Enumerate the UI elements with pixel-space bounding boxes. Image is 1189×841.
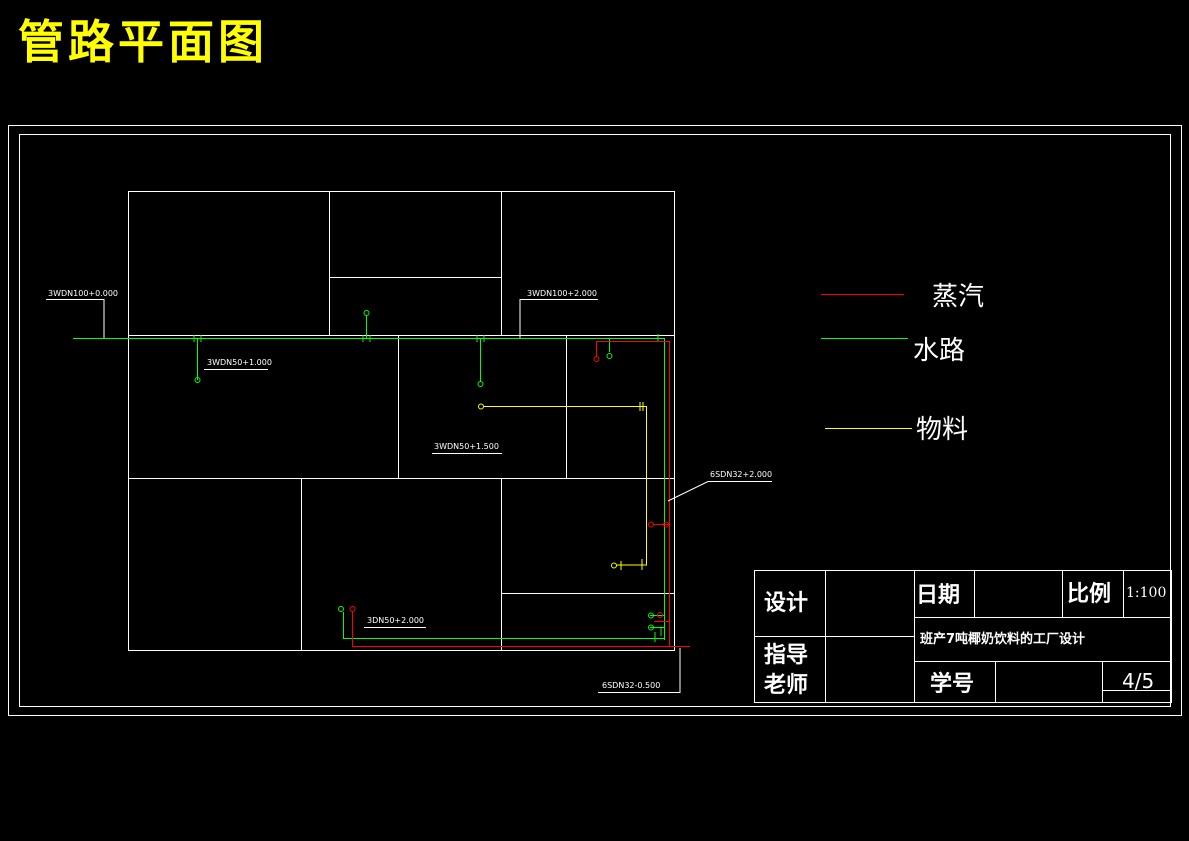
- material-pipe: [484, 406, 647, 566]
- student-id-label: 学号: [930, 671, 974, 697]
- scale-value: 1:100: [1126, 585, 1166, 601]
- valve-symbol: [338, 606, 344, 612]
- leader-water-main-left: [46, 299, 105, 338]
- date-label: 日期: [916, 583, 960, 608]
- steam-pipes: [349, 341, 690, 647]
- outer-frame: [8, 125, 1182, 716]
- valve-symbol: [606, 353, 613, 359]
- material-pipes: [478, 402, 647, 570]
- valve-symbol: [478, 403, 484, 410]
- advisor-label-line1: 指导: [764, 643, 808, 668]
- legend-water-label: 水路: [913, 336, 965, 366]
- sheet-number: 4/5: [1122, 669, 1154, 693]
- leader-water-main-right: [519, 299, 598, 338]
- label-water-main-right: 3WDN100+2.000: [527, 289, 597, 298]
- valve-symbol: [611, 562, 617, 569]
- title-block: 设计 指导 老师 日期 比例 班产7吨椰奶饮料的工厂设计 学号 1:100 4/…: [754, 570, 1172, 703]
- page-title: 管路平面图: [18, 15, 268, 69]
- valve-symbol: [477, 381, 484, 387]
- valve-symbol: [363, 310, 370, 316]
- label-water-branch-2: 3WDN50+1.500: [434, 442, 499, 451]
- label-water-branch-1: 3WDN50+1.000: [207, 358, 272, 367]
- water-pipes: [73, 310, 665, 642]
- scale-label: 比例: [1067, 582, 1111, 607]
- valve-symbol: [663, 521, 669, 528]
- label-water-main-left: 3WDN100+0.000: [48, 289, 118, 298]
- legend: 蒸汽 水路 物料: [821, 282, 984, 445]
- valve-symbol: [648, 612, 654, 619]
- inner-frame: [19, 134, 1171, 707]
- valve-symbol: [194, 377, 201, 383]
- building-outline: [128, 191, 675, 651]
- flange-marks: [620, 402, 644, 570]
- valve-symbol: [657, 612, 663, 618]
- valve-symbol: [648, 521, 654, 528]
- valve-symbol: [593, 356, 600, 362]
- leader-steam-upper: [667, 481, 772, 502]
- valve-symbol: [349, 606, 356, 612]
- label-water-lower: 3DN50+2.000: [367, 616, 424, 625]
- flange-marks: [193, 334, 662, 642]
- floor-plan: [128, 191, 675, 651]
- project-name: 班产7吨椰奶饮料的工厂设计: [920, 631, 1085, 647]
- leader-lines: [46, 299, 772, 693]
- legend-steam-label: 蒸汽: [932, 282, 984, 312]
- leader-steam-lower: [598, 648, 681, 693]
- valve-symbol: [648, 624, 654, 631]
- design-label: 设计: [764, 591, 808, 616]
- legend-material-label: 物料: [916, 415, 968, 445]
- advisor-label-line2: 老师: [763, 672, 808, 698]
- label-steam-lower: 6SDN32-0.500: [602, 681, 660, 690]
- label-steam-upper: 6SDN32+2.000: [710, 470, 772, 479]
